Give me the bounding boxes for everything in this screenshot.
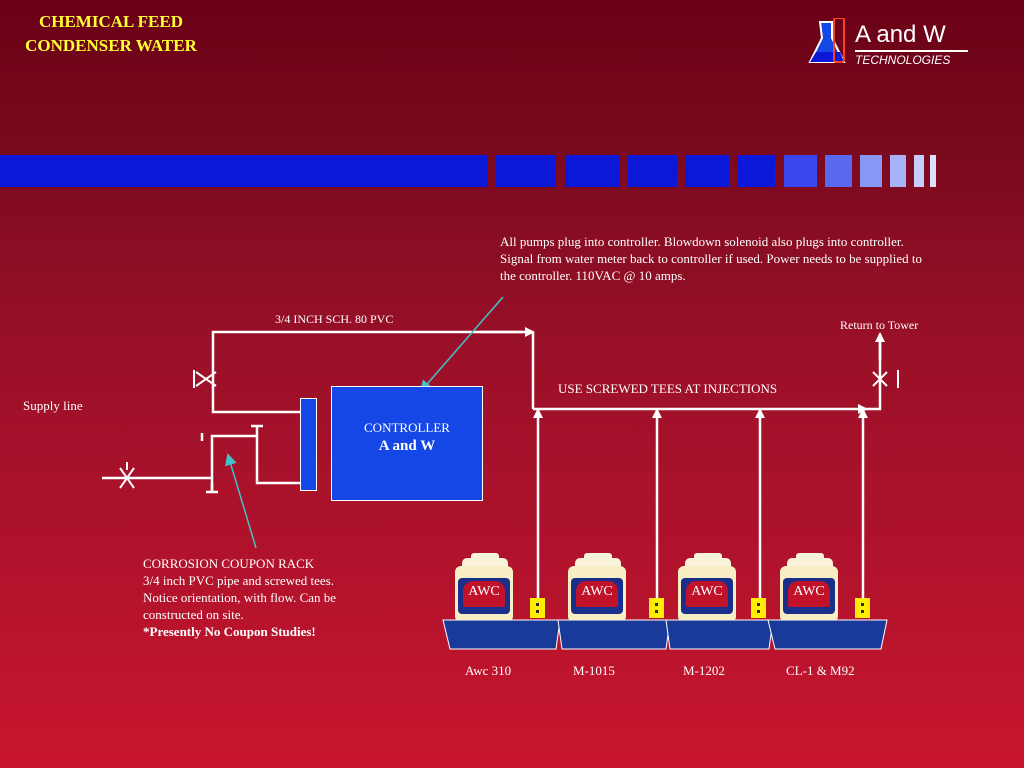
injection-junction xyxy=(530,598,545,618)
coupon-rack-pipe xyxy=(210,434,300,492)
flask-icon xyxy=(808,18,846,63)
coupon-rack-note: CORROSION COUPON RACK 3/4 inch PVC pipe … xyxy=(143,555,336,640)
coupon-note-line: 3/4 inch PVC pipe and screwed tees. xyxy=(143,573,334,588)
pump-brand: AWC xyxy=(581,584,613,599)
injection-junction xyxy=(855,598,870,618)
valve-icon xyxy=(872,370,899,388)
band-segment xyxy=(860,155,882,187)
chemical-pump: AWC xyxy=(677,551,739,623)
band-segment xyxy=(685,155,729,187)
company-logo: A and W TECHNOLOGIES xyxy=(806,18,996,74)
title-line-1: CHEMICAL FEED xyxy=(38,12,184,31)
valve-icon xyxy=(193,370,217,388)
return-to-tower-label: Return to Tower xyxy=(840,318,919,332)
pump-label: M-1202 xyxy=(683,663,725,678)
controller-note: All pumps plug into controller. Blowdown… xyxy=(500,233,922,284)
band-segment xyxy=(914,155,924,187)
injection-junction xyxy=(649,598,664,618)
controller-note-line: the controller. 110VAC @ 10 amps. xyxy=(500,268,686,283)
pump-stand xyxy=(442,619,888,650)
controller-note-pointer xyxy=(419,296,504,393)
bypass-pipe xyxy=(211,330,523,414)
logo-name: A and W xyxy=(855,20,968,52)
chemical-pump: AWC xyxy=(567,551,629,623)
controller-brand: A and W xyxy=(378,438,436,454)
screwed-tees-label: USE SCREWED TEES AT INJECTIONS xyxy=(558,381,778,396)
pump-label: CL-1 & M92 xyxy=(786,663,855,678)
coupon-emphasis: *Presently No Coupon Studies! xyxy=(143,624,316,639)
band-segment xyxy=(825,155,852,187)
return-pipe xyxy=(866,334,882,411)
coupon-note-line: CORROSION COUPON RACK xyxy=(143,556,315,571)
title-line-2: CONDENSER WATER xyxy=(25,36,197,55)
pump-brand: AWC xyxy=(793,584,825,599)
pump-label: M-1015 xyxy=(573,663,615,678)
coupon-note-pointer xyxy=(225,453,257,549)
band-segment xyxy=(930,155,936,187)
pipe-spec-label: 3/4 INCH SCH. 80 PVC xyxy=(275,312,394,326)
band-segment xyxy=(737,155,775,187)
band-segment xyxy=(890,155,906,187)
chemical-pump: AWC xyxy=(454,551,516,623)
controller-note-line: Signal from water meter back to controll… xyxy=(500,251,923,266)
band-segment xyxy=(496,155,556,187)
coupon-note-line: constructed on site. xyxy=(143,607,244,622)
pump-brand: AWC xyxy=(691,584,723,599)
chemical-pump: AWC xyxy=(779,551,841,623)
pump-label: Awc 310 xyxy=(465,663,512,678)
controller-box: CONTROLLER A and W xyxy=(331,386,483,501)
controller-terminal-strip xyxy=(300,398,317,491)
pump-brand: AWC xyxy=(468,584,500,599)
supply-line-label: Supply line xyxy=(23,398,83,413)
band-segment xyxy=(565,155,620,187)
coupon-note-line: Notice orientation, with flow. Can be xyxy=(143,590,337,605)
valve-icon xyxy=(119,462,135,489)
injection-junction xyxy=(751,598,766,618)
band-segment xyxy=(0,155,488,187)
band-segment xyxy=(628,155,677,187)
slide-title: CHEMICAL FEED CONDENSER WATER xyxy=(6,10,216,58)
controller-note-line: All pumps plug into controller. Blowdown… xyxy=(500,234,904,249)
controller-label: CONTROLLER xyxy=(364,420,450,435)
logo-subtitle: TECHNOLOGIES xyxy=(855,53,951,67)
band-segment xyxy=(784,155,817,187)
